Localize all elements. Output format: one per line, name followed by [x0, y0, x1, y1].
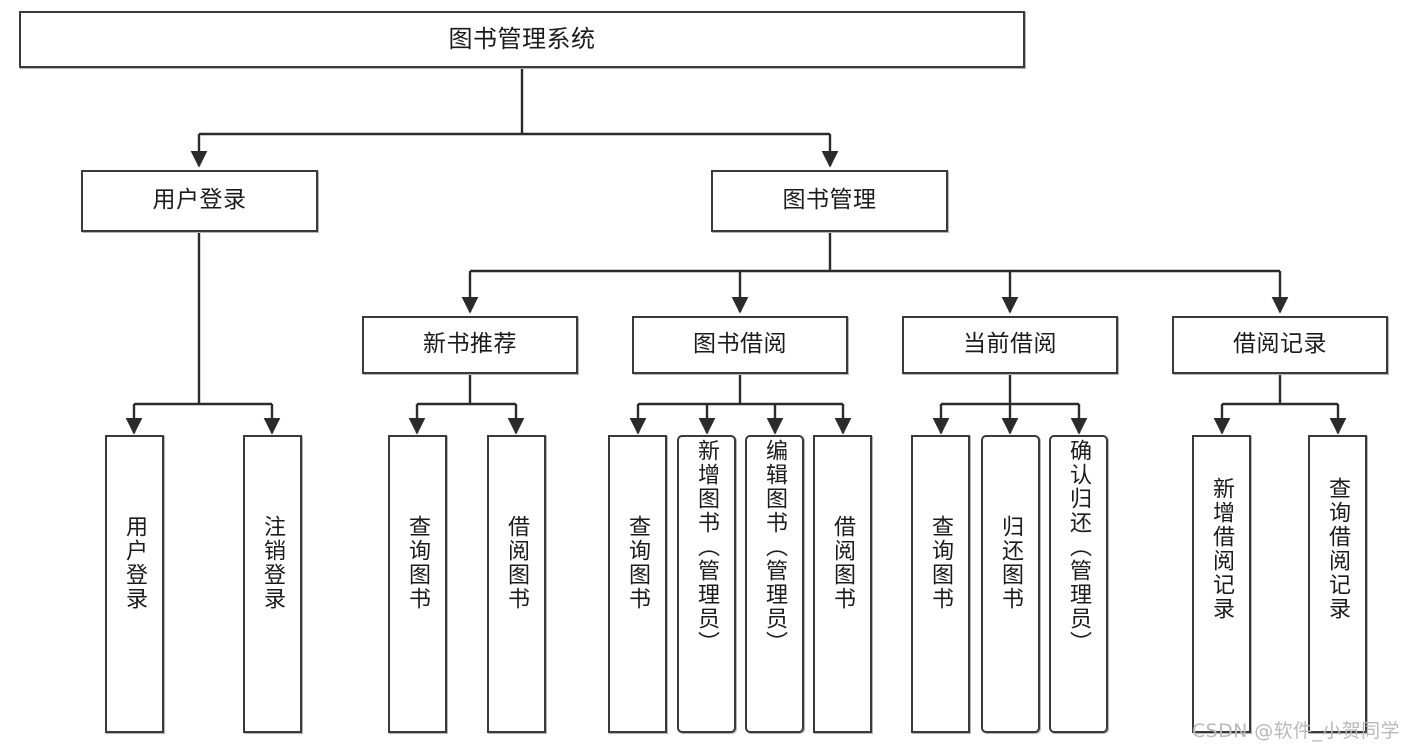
node-user-login[interactable]: 用户登录	[81, 170, 318, 232]
leaf-user-login-logout[interactable]: 注销登录	[243, 435, 302, 733]
node-root[interactable]: 图书管理系统	[19, 11, 1025, 68]
node-book-manage[interactable]: 图书管理	[711, 170, 948, 232]
leaf-new-book-borrow[interactable]: 借阅图书	[487, 435, 546, 733]
leaf-book-borrow-add-label: 新增图书（管理员）	[694, 439, 720, 655]
csdn-watermark: CSDN @软件_小贺同学	[1192, 720, 1400, 742]
leaf-borrow-record-add-label: 新增借阅记录	[1209, 477, 1235, 621]
leaf-new-book-query[interactable]: 查询图书	[388, 435, 447, 733]
leaf-borrow-record-add[interactable]: 新增借阅记录	[1192, 435, 1251, 733]
leaf-user-login-login[interactable]: 用户登录	[105, 435, 164, 733]
leaf-current-borrow-confirm-label: 确认归还（管理员）	[1066, 439, 1092, 655]
node-current-borrow[interactable]: 当前借阅	[902, 316, 1118, 374]
node-borrow-record[interactable]: 借阅记录	[1172, 316, 1388, 374]
node-user-login-label: 用户登录	[152, 187, 247, 214]
leaf-current-borrow-return-label: 归还图书	[998, 515, 1024, 611]
leaf-borrow-record-query-label: 查询借阅记录	[1325, 477, 1351, 621]
leaf-current-borrow-return[interactable]: 归还图书	[981, 435, 1040, 733]
node-book-manage-label: 图书管理	[782, 187, 877, 214]
node-book-borrow-label: 图书借阅	[693, 331, 787, 358]
leaf-book-borrow-edit-label: 编辑图书（管理员）	[762, 439, 788, 655]
node-new-book-recommend-label: 新书推荐	[423, 331, 517, 358]
leaf-current-borrow-query[interactable]: 查询图书	[911, 435, 970, 733]
node-book-borrow[interactable]: 图书借阅	[632, 316, 848, 374]
node-current-borrow-label: 当前借阅	[963, 331, 1057, 358]
leaf-book-borrow-borrow[interactable]: 借阅图书	[813, 435, 872, 733]
leaf-current-borrow-confirm[interactable]: 确认归还（管理员）	[1049, 435, 1108, 733]
leaf-current-borrow-query-label: 查询图书	[928, 515, 954, 611]
leaf-user-login-login-label: 用户登录	[122, 515, 148, 611]
leaf-borrow-record-query[interactable]: 查询借阅记录	[1308, 435, 1367, 733]
leaf-book-borrow-query[interactable]: 查询图书	[608, 435, 667, 733]
leaf-book-borrow-edit[interactable]: 编辑图书（管理员）	[745, 435, 804, 733]
leaf-book-borrow-borrow-label: 借阅图书	[830, 515, 856, 611]
leaf-new-book-query-label: 查询图书	[405, 515, 431, 611]
node-borrow-record-label: 借阅记录	[1233, 331, 1327, 358]
node-new-book-recommend[interactable]: 新书推荐	[362, 316, 578, 374]
leaf-book-borrow-query-label: 查询图书	[625, 515, 651, 611]
leaf-book-borrow-add[interactable]: 新增图书（管理员）	[677, 435, 736, 733]
leaf-user-login-logout-label: 注销登录	[260, 515, 286, 611]
leaf-new-book-borrow-label: 借阅图书	[504, 515, 530, 611]
node-root-label: 图书管理系统	[448, 25, 596, 54]
